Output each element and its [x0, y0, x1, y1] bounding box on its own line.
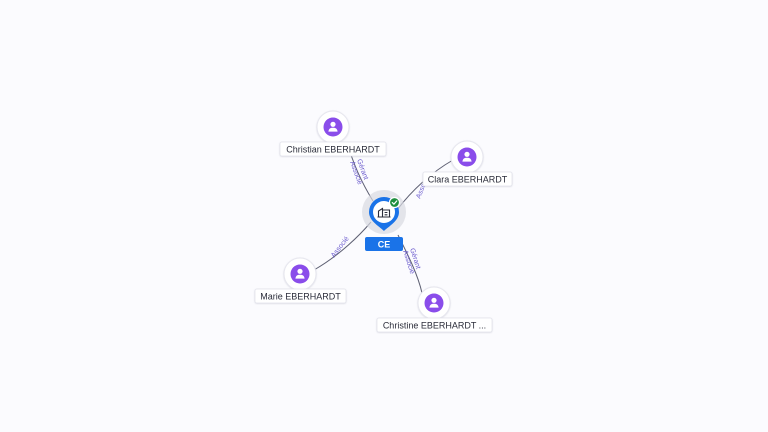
node-christine-label-bg	[376, 317, 493, 333]
node-clara-label: Clara EBERHARDT	[428, 175, 508, 185]
node-christian-label: Christian EBERHARDT	[286, 145, 380, 155]
node-marie-label: Marie EBERHARDT	[260, 292, 341, 302]
node-clara-label-bg	[422, 171, 513, 187]
node-company[interactable]: CE	[362, 190, 406, 251]
node-christine-label: Christine EBERHARDT ...	[383, 321, 486, 331]
node-marie-label-bg	[254, 288, 347, 304]
node-marie[interactable]: Marie EBERHARDT	[254, 257, 347, 304]
person-icon	[424, 293, 444, 313]
company-label: CE	[378, 239, 391, 249]
check-badge-icon	[388, 196, 401, 209]
node-clara[interactable]: Clara EBERHARDT	[422, 140, 513, 187]
node-christian[interactable]: Christian EBERHARDT	[279, 110, 387, 157]
node-christian-label-bg	[279, 141, 387, 157]
node-christine[interactable]: Christine EBERHARDT ...	[376, 286, 493, 333]
building-icon	[377, 207, 391, 218]
company-tag	[365, 237, 403, 251]
person-icon	[323, 117, 343, 137]
person-icon	[290, 264, 310, 284]
edge-label-marie-1: Associé	[330, 236, 351, 260]
person-icon	[457, 147, 477, 167]
